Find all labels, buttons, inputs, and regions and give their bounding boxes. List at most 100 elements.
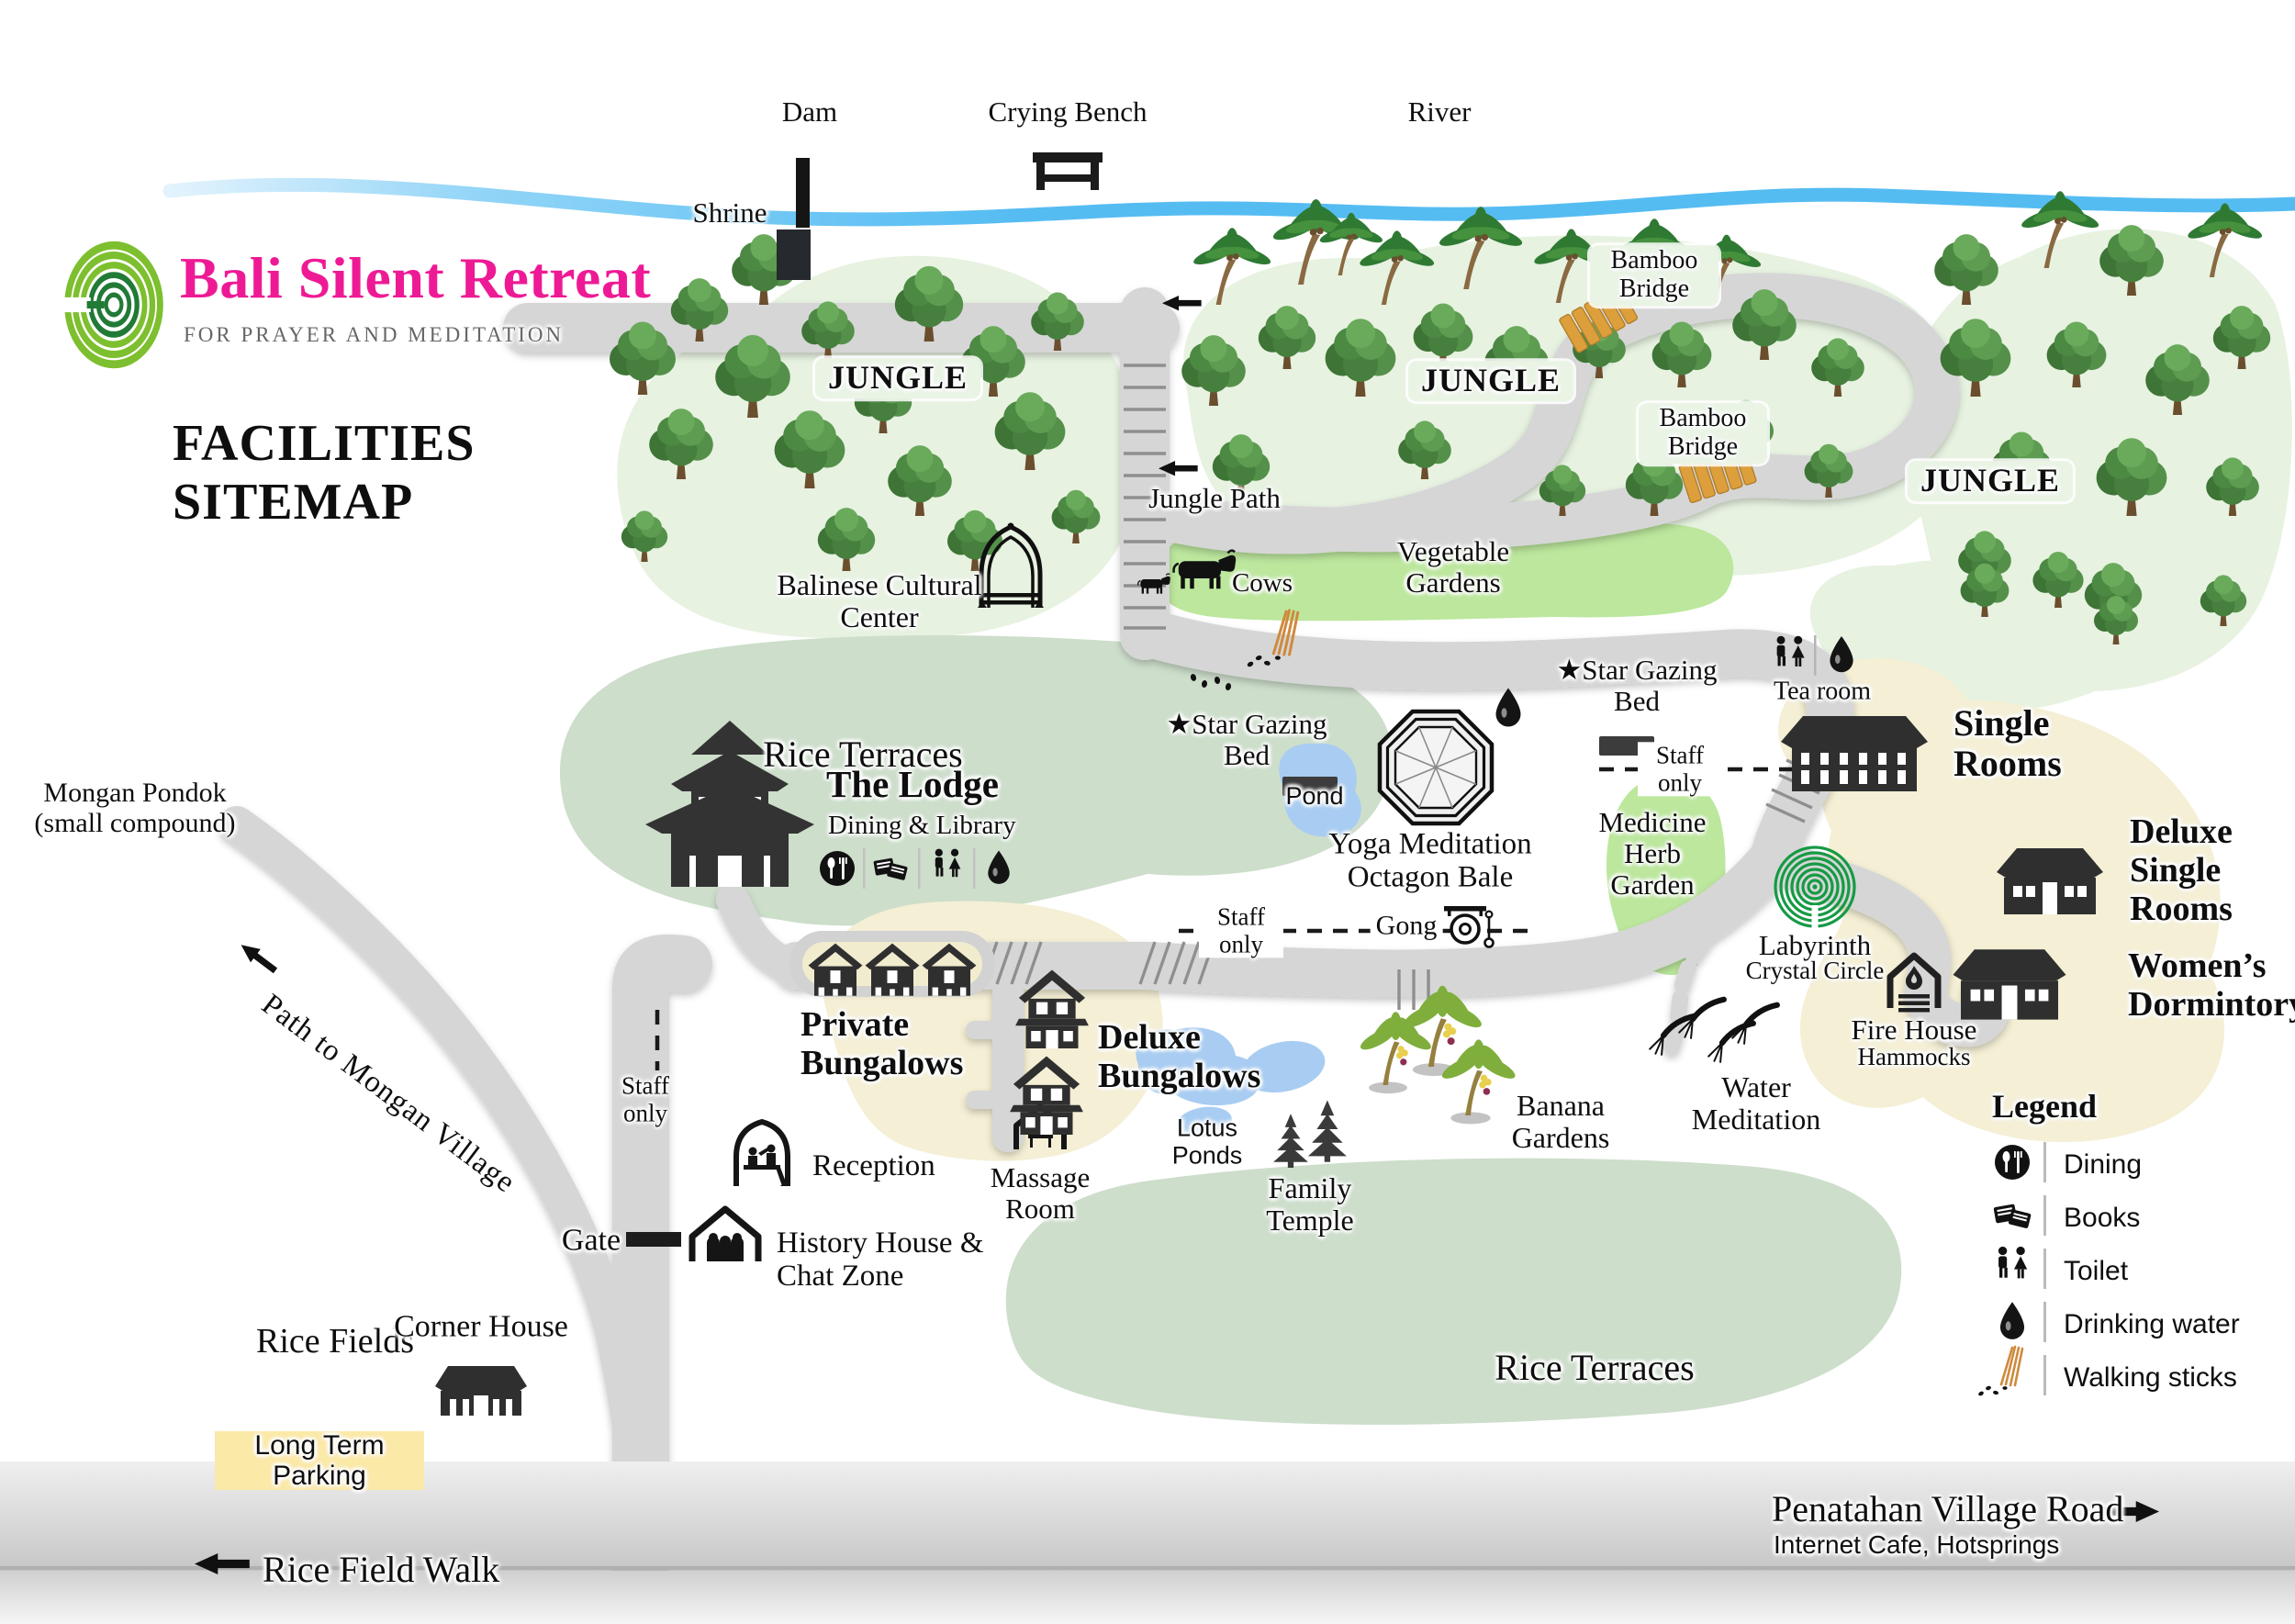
village-road-edge (0, 1566, 2295, 1571)
lodge-amenity-icons (820, 848, 1010, 889)
staff-only-label: Staff only (621, 1071, 669, 1126)
fire-house-label: Fire House (1851, 1013, 1977, 1046)
private-bungalows-label: Private Bungalows (800, 1005, 964, 1082)
tea-room-icons (1776, 635, 1853, 676)
star-gazing-bed-label: ★Star Gazing Bed (1556, 653, 1718, 717)
penatahan-sub-label: Internet Cafe, Hotsprings (1774, 1530, 2060, 1559)
womens-dormintory-icon (1953, 949, 2066, 1020)
balinese-cultural-center-label: Balinese Cultural Center (777, 567, 982, 633)
dining-icon (820, 851, 855, 886)
labyrinth-label: Labyrinth (1758, 928, 1872, 961)
rice-field-walk-label: Rice Field Walk (263, 1549, 500, 1590)
fork-to-compound-path (773, 834, 1797, 998)
guest-area-cream (1800, 699, 2224, 1143)
long-term-parking-label: Long Term Parking (215, 1430, 424, 1491)
yoga-octagon-label: Yoga Meditation Octagon Bale (1328, 827, 1532, 894)
dam-label: Dam (781, 95, 838, 128)
water-meditation-trail (1659, 868, 1780, 1066)
crystal-circle-label: Crystal Circle (1745, 957, 1885, 985)
gate-icon (626, 1232, 681, 1247)
gate-label: Gate (561, 1223, 621, 1258)
bamboo-bridge-label: Bamboo Bridge (1590, 245, 1718, 306)
page-title: FACILITIES SITEMAP (173, 415, 476, 531)
dining-library-label: Dining & Library (828, 811, 1016, 840)
legend-item-drinking-water: Drinking water (2064, 1309, 2240, 1339)
jungle-label: JUNGLE (814, 358, 981, 398)
single-rooms-icon (1781, 716, 1928, 791)
lodge-connector (716, 883, 799, 979)
legend-icons (1976, 1142, 2046, 1398)
family-temple-icon (1273, 1100, 1347, 1168)
mongan-path (218, 806, 658, 1570)
entrance-road (612, 934, 712, 1589)
legend-item-dining: Dining (2064, 1149, 2143, 1180)
jungle-path-label: Jungle Path (1148, 481, 1281, 514)
single-rooms-label: Single Rooms (1954, 702, 2062, 784)
mongan-arrow-icon (236, 938, 281, 978)
shrine-icon (777, 230, 811, 280)
lotus-ponds-label: Lotus Ponds (1171, 1114, 1243, 1169)
banana-tree-icon (1357, 1012, 1434, 1094)
gong-icon (1442, 904, 1495, 949)
womens-dormintory-label: Women’s Dormintory (2128, 946, 2295, 1024)
reception-label: Reception (812, 1149, 935, 1182)
brand-title: Bali Silent Retreat (180, 245, 652, 310)
gong-label: Gong (1370, 910, 1443, 941)
deluxe-bungalows-label: Deluxe Bungalows (1098, 1018, 1261, 1095)
books-icon (1993, 1204, 2032, 1229)
corner-house-icon (435, 1366, 527, 1416)
history-house-icon (692, 1209, 758, 1261)
mongan-pondok-label: Mongan Pondok (small compound) (34, 778, 236, 838)
reception-icon (736, 1122, 789, 1186)
sticks-icon (1976, 1345, 2024, 1398)
bottom-strip (0, 1571, 2295, 1624)
drop-icon (1999, 1302, 2025, 1339)
staff-only-label: Staff only (1199, 902, 1283, 958)
rice-terraces-label: Rice Terraces (1495, 1347, 1695, 1388)
brand-tagline: FOR PRAYER AND MEDITATION (184, 323, 565, 346)
banana-gardens-label: Banana Gardens (1511, 1088, 1610, 1154)
legend-item-toilet: Toilet (2064, 1256, 2129, 1286)
jungle-label: JUNGLE (1407, 361, 1574, 401)
corner-house-label: Corner House (394, 1309, 568, 1344)
staff-only-label: Staff only (1638, 741, 1722, 797)
toilet-icon (1998, 1246, 2028, 1279)
dam-icon (796, 158, 810, 228)
jungle-label: JUNGLE (1907, 461, 2074, 501)
yoga-octagon-icon (1380, 711, 1492, 823)
hammocks-label: Hammocks (1857, 1043, 1971, 1071)
vegetable-gardens-label: Vegetable Gardens (1396, 534, 1510, 599)
water-meditation-label: Water Meditation (1691, 1070, 1821, 1136)
drinking-water-icon (1495, 688, 1521, 727)
star-gazing-bed-icon (1282, 777, 1338, 796)
water-meditation-icon (1645, 1000, 1784, 1064)
the-lodge-label: The Lodge (826, 763, 999, 805)
rice-terraces-label: Rice Terraces (763, 734, 963, 775)
cows-label: Cows (1231, 568, 1293, 599)
star-gazing-bed-label: ★Star Gazing Bed (1166, 707, 1327, 771)
river-line (162, 177, 2295, 227)
deluxe-single-rooms-icon (1997, 848, 2103, 914)
family-temple-label: Family Temple (1266, 1170, 1354, 1237)
dining-icon (1995, 1145, 2030, 1180)
jungle-loop-path (1125, 273, 1960, 554)
deluxe-single-rooms-label: Deluxe Single Rooms (2130, 812, 2233, 928)
pond-label: Pond (1285, 782, 1344, 811)
tea-room-label: Tea room (1773, 677, 1872, 706)
legend-title: Legend (1992, 1088, 2098, 1125)
penatahan-road-label: Penatahan Village Road (1772, 1488, 2124, 1529)
massage-room-label: Massage Room (990, 1160, 1091, 1225)
river-label: River (1407, 95, 1472, 128)
crying-bench-icon (1033, 152, 1103, 190)
lotus-ponds-shape (1136, 1027, 1326, 1137)
crying-bench-label: Crying Bench (988, 95, 1148, 128)
history-house-label: History House & Chat Zone (777, 1226, 984, 1294)
labyrinth-icon (1774, 846, 1856, 931)
bamboo-bridge-label: Bamboo Bridge (1639, 403, 1767, 464)
rice-fields-label: Rice Fields (255, 1322, 415, 1361)
medicine-herb-garden-label: Medicine Herb Garden (1598, 805, 1707, 902)
logo-labyrinth-icon (62, 245, 160, 364)
shrine-label: Shrine (692, 196, 767, 229)
